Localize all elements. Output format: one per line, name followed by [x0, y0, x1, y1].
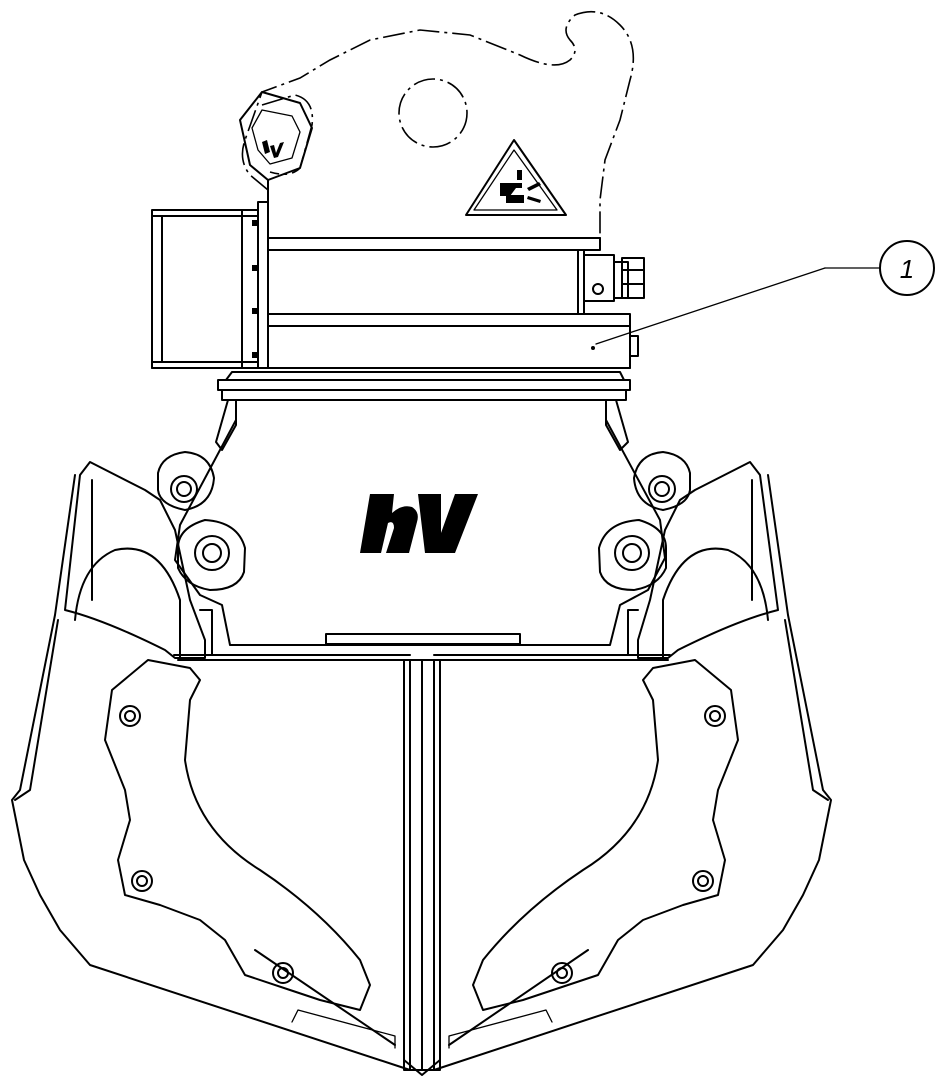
callout-leader-line: [595, 267, 826, 345]
quick-coupler-outline: [241, 10, 635, 238]
rotator-frame: [151, 237, 639, 369]
coupler-hv-mark: [262, 140, 284, 158]
crush-hazard-warning-icon: [465, 139, 567, 216]
callout-bubble: [879, 240, 935, 296]
left-link-plate: [104, 659, 371, 1011]
grab-body: [174, 399, 666, 646]
slewing-ring: [217, 371, 631, 401]
brand-logo: [360, 494, 478, 553]
right-shell-arm: [627, 461, 779, 659]
callout-number: 1: [900, 254, 914, 284]
right-shell: [423, 474, 832, 1071]
left-shell-arm: [64, 461, 213, 659]
coupler-plate: [239, 91, 601, 239]
callout-1: 1: [595, 240, 935, 345]
right-link-plate: [472, 659, 739, 1011]
left-shell: [11, 474, 421, 1071]
left-bracket: [151, 201, 269, 369]
hydraulic-fitting: [583, 254, 645, 302]
pivot-bosses: [157, 451, 691, 591]
center-plates: [403, 659, 441, 1076]
